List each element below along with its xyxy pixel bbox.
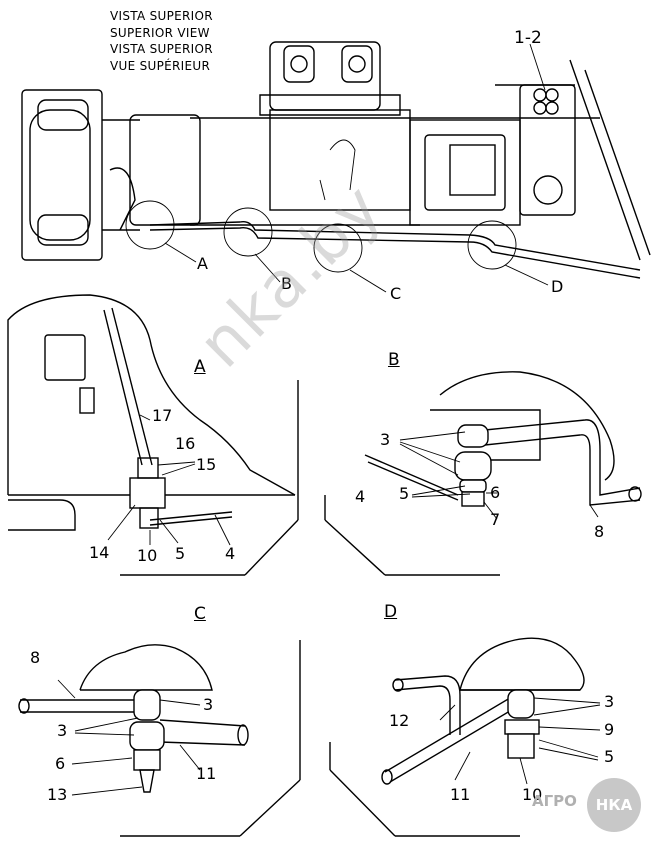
agro-nka-logo: АГРО НКА (532, 778, 642, 834)
part-label-5: 5 (604, 747, 615, 766)
part-label-12: 12 (389, 711, 410, 730)
part-label-11: 11 (450, 785, 471, 804)
part-label-8: 8 (30, 648, 41, 667)
view-title-line: VISTA SUPERIOR (110, 42, 213, 56)
part-label-6: 6 (490, 483, 501, 502)
part-label-16: 16 (175, 434, 196, 453)
view-title-line: VUE SUPÉRIEUR (110, 58, 211, 73)
callout-b: B (281, 274, 292, 293)
part-label-4: 4 (355, 487, 366, 506)
logo-badge: НКА (587, 778, 641, 832)
part-label-6: 6 (55, 754, 66, 773)
callout-c: C (390, 284, 402, 303)
part-label-10: 10 (522, 785, 543, 804)
part-label-13: 13 (47, 785, 68, 804)
detail-c-heading: C (194, 604, 206, 624)
view-title-line: SUPERIOR VIEW (110, 25, 210, 40)
detail-b-heading: B (388, 350, 400, 370)
part-label-11: 11 (196, 764, 217, 783)
detail-a-drawing (7, 294, 299, 576)
view-title-line: VISTA SUPERIOR (110, 9, 213, 23)
detail-a-heading: A (194, 357, 206, 377)
part-label-9: 9 (604, 720, 615, 739)
part-label-14: 14 (89, 543, 110, 562)
part-label-4: 4 (225, 544, 236, 563)
part-label-8: 8 (594, 522, 605, 541)
part-label-10: 10 (137, 546, 158, 565)
detail-c-drawing (18, 640, 301, 837)
part-label-3: 3 (57, 721, 68, 740)
detail-b-drawing (324, 371, 642, 576)
ref-label-1-2: 1-2 (514, 28, 542, 48)
detail-d-heading: D (384, 602, 398, 622)
callout-d: D (551, 277, 564, 296)
part-label-7: 7 (490, 510, 501, 529)
part-label-3: 3 (203, 695, 214, 714)
part-label-5: 5 (399, 484, 410, 503)
part-label-15: 15 (196, 455, 217, 474)
detail-d-drawing (329, 637, 601, 837)
view-title-block: VISTA SUPERIOR SUPERIOR VIEW VISTA SUPER… (110, 8, 213, 74)
logo-text: АГРО (532, 792, 577, 810)
part-label-3: 3 (604, 692, 615, 711)
top-view-drawing (21, 41, 651, 293)
callout-a: A (197, 254, 208, 273)
part-label-17: 17 (152, 406, 173, 425)
part-label-3: 3 (380, 430, 391, 449)
part-label-5: 5 (175, 544, 186, 563)
